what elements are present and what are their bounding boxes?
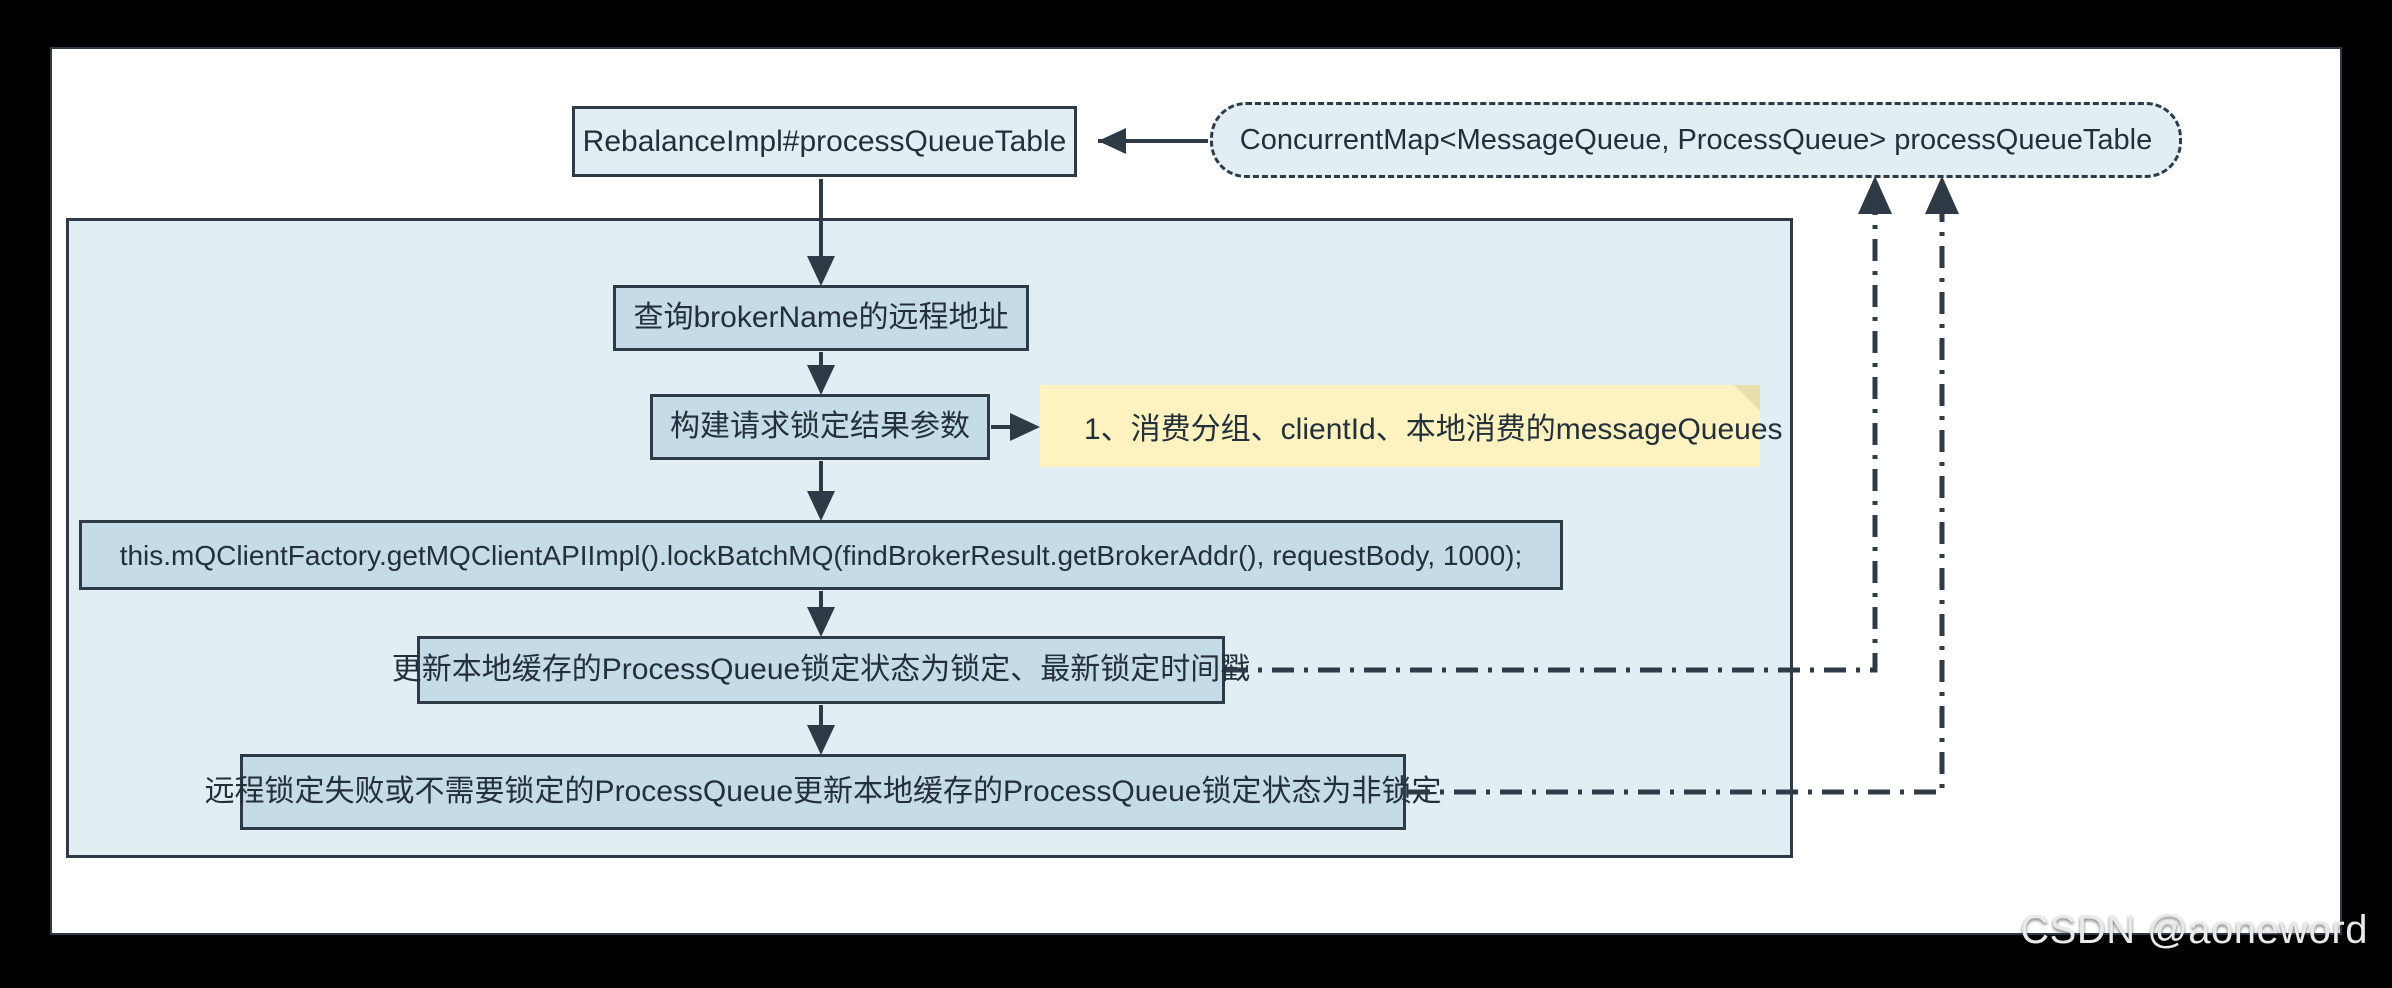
node-update-local-cache-locked[interactable]: 更新本地缓存的ProcessQueue锁定状态为锁定、最新锁定时间戳 xyxy=(392,636,1250,704)
node-concurrent-map-process-queue-table[interactable]: ConcurrentMap<MessageQueue, ProcessQueue… xyxy=(1210,102,2182,178)
node-lock-batch-mq-call[interactable]: this.mQClientFactory.getMQClientAPIImpl(… xyxy=(79,520,1563,590)
note-lock-request-fields: 1、消费分组、clientId、本地消费的messageQueues xyxy=(1040,385,1783,467)
note-label: 1、消费分组、clientId、本地消费的messageQueues xyxy=(1084,413,1783,446)
node-label: 构建请求锁定结果参数 xyxy=(670,410,970,444)
node-label: 查询brokerName的远程地址 xyxy=(633,301,1009,335)
node-query-broker-address[interactable]: 查询brokerName的远程地址 xyxy=(613,285,1029,351)
node-rebalance-impl-process-queue-table[interactable]: RebalanceImpl#processQueueTable xyxy=(572,106,1077,177)
node-label: 远程锁定失败或不需要锁定的ProcessQueue更新本地缓存的ProcessQ… xyxy=(204,775,1442,809)
node-label: 更新本地缓存的ProcessQueue锁定状态为锁定、最新锁定时间戳 xyxy=(391,653,1251,687)
node-label: ConcurrentMap<MessageQueue, ProcessQueue… xyxy=(1239,123,2153,156)
node-build-lock-request-params[interactable]: 构建请求锁定结果参数 xyxy=(650,394,990,460)
node-label: this.mQClientFactory.getMQClientAPIImpl(… xyxy=(119,539,1523,571)
watermark: CSDN @aoneword xyxy=(2020,908,2368,952)
node-label: RebalanceImpl#processQueueTable xyxy=(582,124,1067,158)
node-update-local-cache-unlocked[interactable]: 远程锁定失败或不需要锁定的ProcessQueue更新本地缓存的ProcessQ… xyxy=(205,754,1441,830)
